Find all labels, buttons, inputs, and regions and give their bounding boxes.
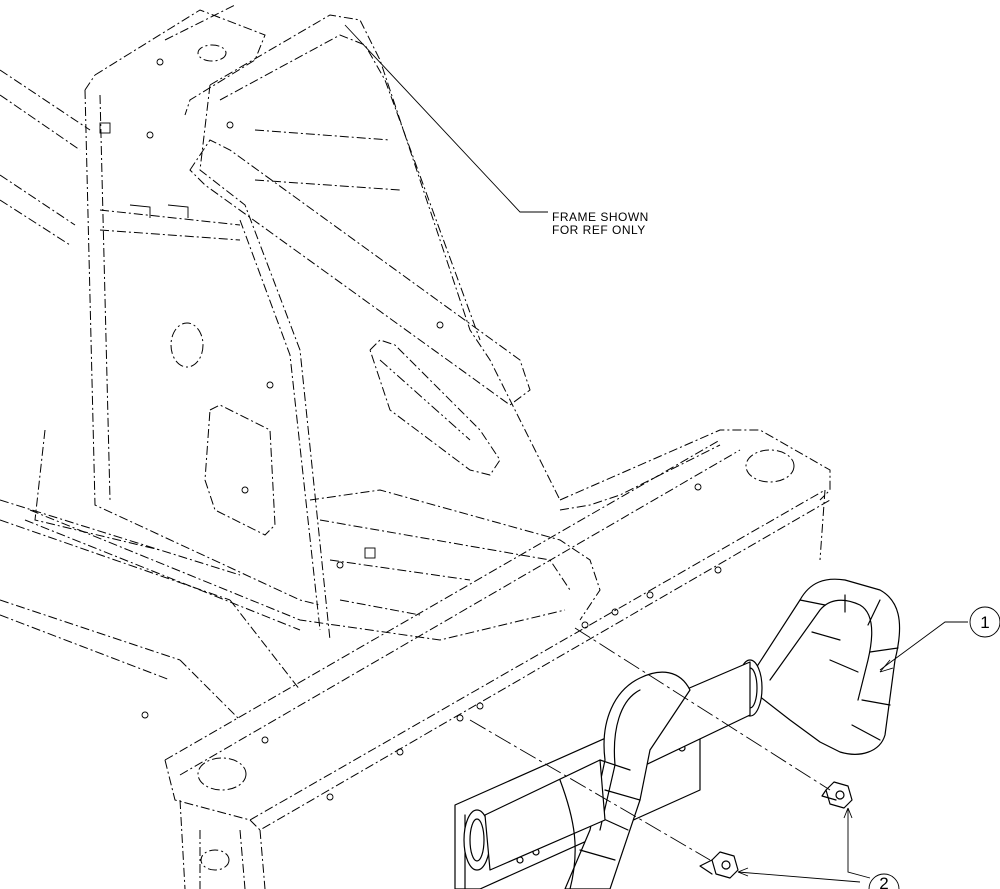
leader-lines bbox=[344, 24, 968, 883]
item-2-number: 2 bbox=[879, 874, 888, 889]
reference-frame bbox=[0, 4, 831, 871]
hex-bolt bbox=[821, 781, 853, 809]
hex-bolt bbox=[699, 851, 739, 879]
frame-hole bbox=[745, 449, 795, 483]
item-1-number: 1 bbox=[980, 613, 989, 632]
frame-hole bbox=[197, 757, 247, 791]
frame-hole bbox=[197, 44, 227, 62]
frame-note-line1: FRAME SHOWN bbox=[552, 210, 649, 224]
frame-note-line2: FOR REF ONLY bbox=[552, 223, 646, 237]
bolt-centerline bbox=[469, 719, 711, 861]
bolt-centerline bbox=[574, 627, 831, 791]
item-1-balloon bbox=[969, 606, 1000, 638]
item-2-balloon bbox=[868, 873, 900, 889]
frame-hole bbox=[200, 849, 230, 871]
frame-hole bbox=[170, 322, 204, 368]
cross-member bbox=[164, 439, 831, 889]
bumper-loop bbox=[454, 578, 901, 889]
